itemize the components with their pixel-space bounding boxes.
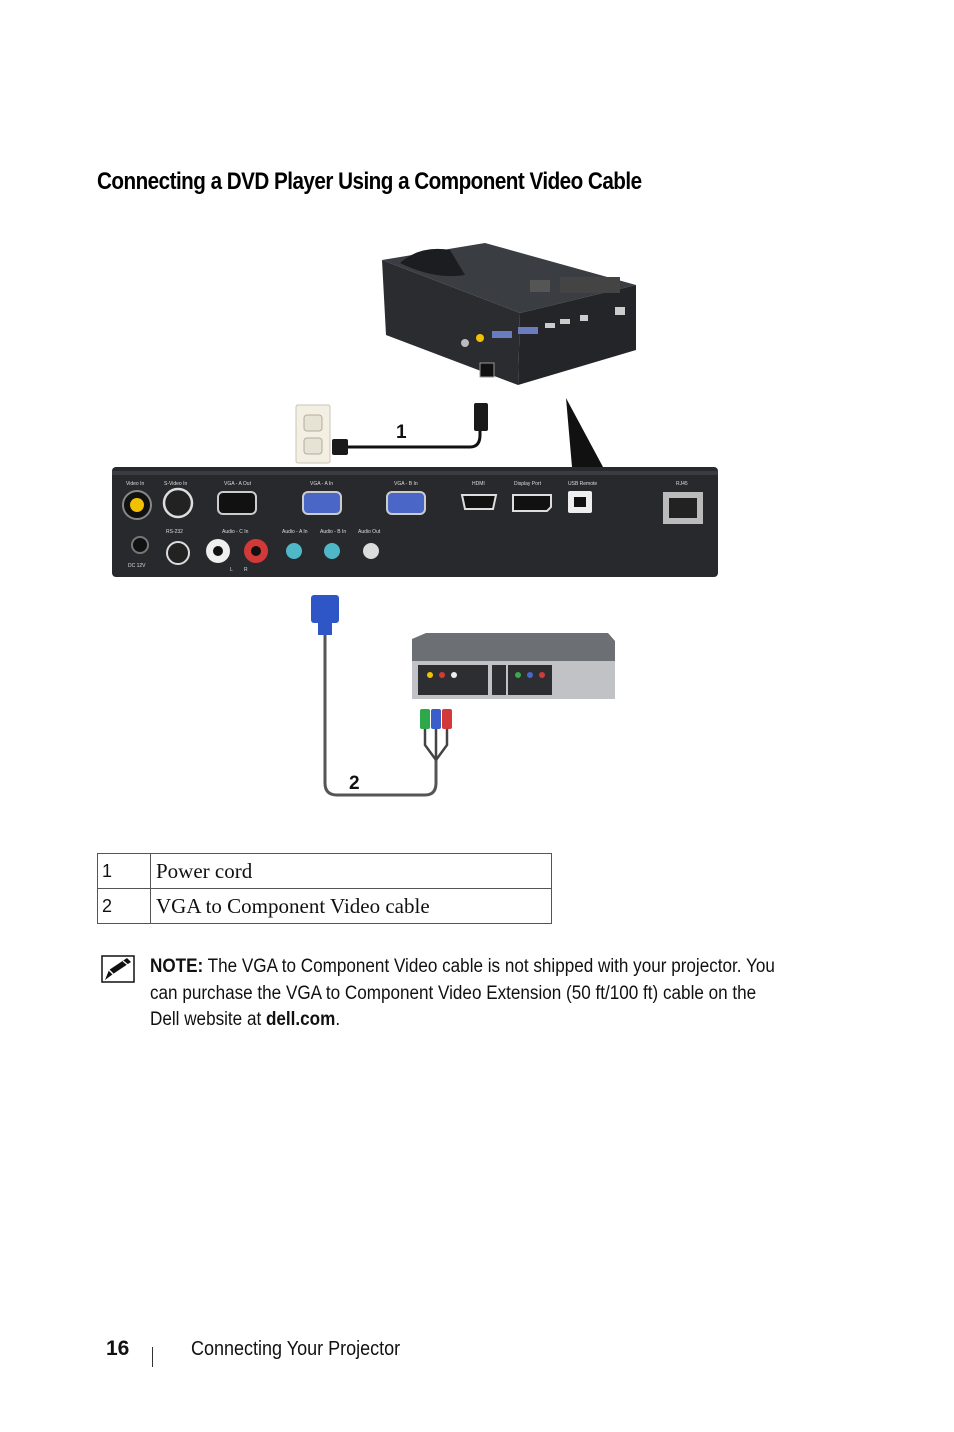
power-cord <box>332 403 488 455</box>
label-r: R <box>244 567 248 573</box>
callout-2: 2 <box>349 773 360 794</box>
label-vga-b-in: VGA - B In <box>394 481 418 487</box>
page-title: Connecting a DVD Player Using a Componen… <box>97 168 642 195</box>
footer-divider <box>152 1347 153 1367</box>
dvd-player-image <box>412 633 615 699</box>
callout-1: 1 <box>396 422 407 443</box>
label-audio-b-in: Audio - B In <box>320 529 346 535</box>
label-rs232: RS-232 <box>166 529 183 535</box>
dell-website-link[interactable]: dell.com <box>265 1009 336 1030</box>
note-text: The VGA to Component Video cable is not … <box>150 956 775 1030</box>
note-paragraph: NOTE: The VGA to Component Video cable i… <box>150 954 780 1034</box>
table-row: 2 VGA to Component Video cable <box>97 888 552 924</box>
label-l: L <box>230 567 233 573</box>
note-label: NOTE: <box>150 956 204 977</box>
rear-panel <box>112 467 718 577</box>
label-video-in: Video In <box>126 481 144 487</box>
vga-component-cable <box>311 595 452 797</box>
label-rj45: RJ45 <box>676 481 688 487</box>
label-audio-c-in: Audio - C In <box>222 529 249 535</box>
table-row: 1 Power cord <box>97 853 552 889</box>
page-number: 16 <box>106 1337 130 1360</box>
label-vga-a-out: VGA - A Out <box>224 481 252 487</box>
label-s-video-in: S-Video In <box>164 481 187 487</box>
legend-table: 1 Power cord 2 VGA to Component Video ca… <box>97 853 552 924</box>
projector-image <box>382 243 636 385</box>
legend-number: 1 <box>97 853 151 889</box>
label-hdmi: HDMI <box>472 481 485 487</box>
label-usb-remote: USB Remote <box>568 481 597 487</box>
connection-diagram: 1 Video In S-Video In VGA - A Out VGA <box>112 243 718 797</box>
legend-label: Power cord <box>150 853 552 889</box>
label-audio-out: Audio Out <box>358 529 381 535</box>
pencil-note-icon <box>101 955 135 983</box>
wall-outlet-image <box>295 404 331 464</box>
label-vga-a-in: VGA - A In <box>310 481 333 487</box>
legend-label: VGA to Component Video cable <box>150 888 552 924</box>
footer-section-title: Connecting Your Projector <box>191 1338 401 1360</box>
note-text-end: . <box>335 1009 341 1030</box>
legend-number: 2 <box>97 888 151 924</box>
label-dc12v: DC 12V <box>128 563 146 569</box>
label-audio-a-in: Audio - A In <box>282 529 308 535</box>
zoom-indicator <box>566 398 603 467</box>
label-display-port: Display Port <box>514 481 542 487</box>
